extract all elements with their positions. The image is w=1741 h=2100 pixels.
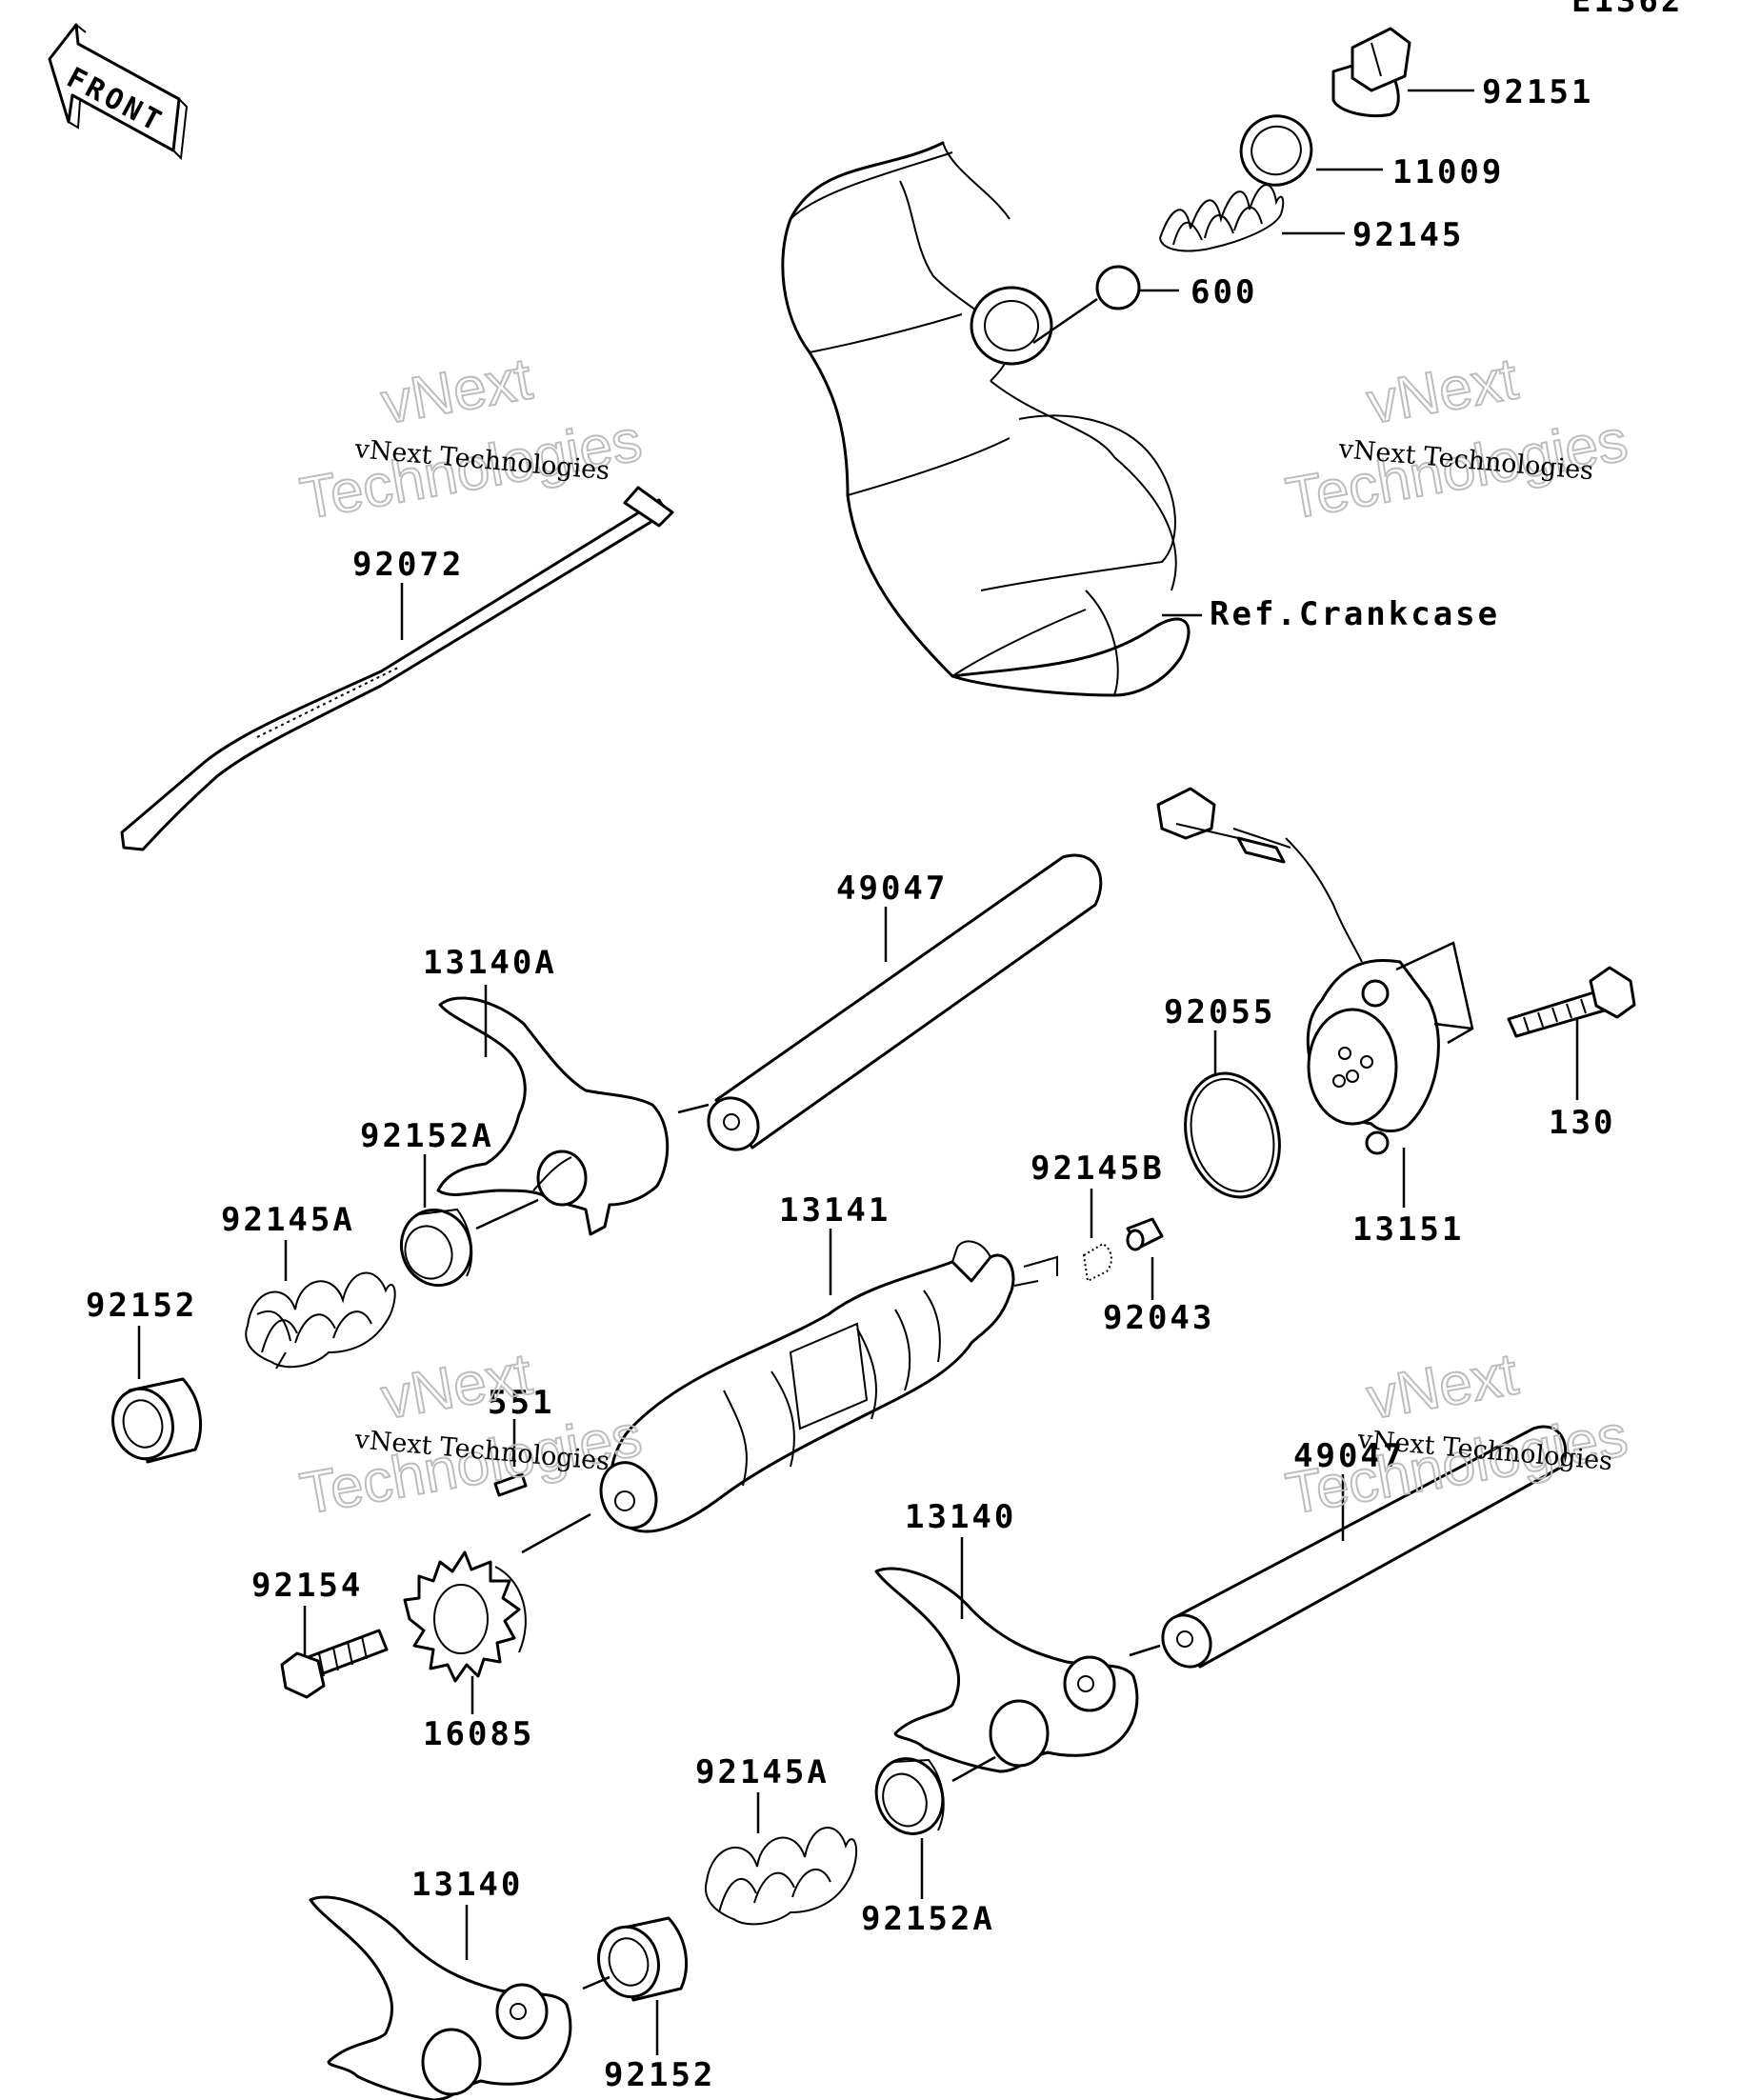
collar-upper-part (111, 1377, 203, 1464)
pin-part (1126, 1217, 1164, 1251)
star-gear-part (403, 1550, 527, 1683)
diagram-code: E1362 (1571, 0, 1683, 20)
svg-text:vNext: vNext (1362, 1341, 1522, 1431)
label-92154: 92154 (251, 1567, 363, 1605)
label-92145: 92145 (1352, 216, 1464, 254)
label-13140-mid: 13140 (905, 1498, 1016, 1536)
watermark: vNext Technologies vNext Technologies (294, 345, 647, 532)
label-92152A-lower: 92152A (861, 1900, 995, 1938)
label-551: 551 (488, 1384, 554, 1422)
front-arrow-icon: FRONT (48, 23, 189, 161)
label-16085: 16085 (423, 1715, 534, 1753)
label-13140A: 13140A (423, 944, 557, 982)
label-92072: 92072 (352, 546, 464, 584)
label-92145B: 92145B (1031, 1150, 1165, 1188)
label-13151: 13151 (1352, 1210, 1464, 1249)
svg-text:vNext: vNext (1362, 346, 1522, 436)
label-92145A-lower: 92145A (695, 1753, 830, 1791)
steel-ball-part (1095, 265, 1141, 310)
label-130: 130 (1549, 1104, 1615, 1142)
shift-drum-part (599, 1240, 1058, 1533)
watermark: vNext Technologies vNext Technologies (294, 1340, 647, 1528)
plug-bolt-part (1331, 27, 1411, 118)
washer-part (1239, 114, 1313, 187)
fork-shaft-lower-part (1161, 1425, 1568, 1669)
collar-lower-part (597, 1916, 689, 2002)
label-92043: 92043 (1103, 1299, 1214, 1337)
label-92145A-upper: 92145A (221, 1201, 355, 1239)
ref-crankcase-label: Ref.Crankcase (1210, 595, 1500, 633)
label-92055: 92055 (1164, 993, 1275, 1031)
shift-fork-bottom-part (309, 1895, 572, 2100)
label-92152-upper: 92152 (86, 1287, 197, 1325)
small-pin-part (493, 1472, 528, 1497)
label-11009: 11009 (1392, 153, 1504, 191)
shift-fork-a-part (436, 996, 670, 1236)
label-600: 600 (1191, 273, 1257, 311)
flange-bolt-part (280, 1629, 389, 1699)
label-92152-lower: 92152 (604, 2056, 715, 2094)
collar-a-lower-part (874, 1757, 945, 1835)
label-92151: 92151 (1482, 73, 1593, 111)
o-ring-part (1184, 1071, 1281, 1199)
crankcase-housing (781, 141, 1191, 697)
label-13141: 13141 (779, 1191, 891, 1230)
svg-text:vNext: vNext (376, 346, 536, 436)
collar-a-upper-part (400, 1208, 473, 1288)
watermark: vNext Technologies vNext Technologies (1280, 345, 1632, 532)
gear-position-switch-part (1156, 787, 1440, 1155)
label-13140-bottom: 13140 (411, 1866, 523, 1904)
label-92152A-upper: 92152A (360, 1117, 494, 1155)
detent-spring-part (1158, 184, 1285, 252)
cable-tie-part (120, 486, 674, 851)
label-49047-lower: 49047 (1293, 1437, 1405, 1475)
fork-shaft-upper-part (707, 853, 1103, 1151)
label-49047-upper: 49047 (836, 870, 948, 908)
switch-bolt-part (1507, 966, 1636, 1038)
spring-a-upper-part (245, 1271, 396, 1370)
shift-fork-mid-part (874, 1567, 1139, 1773)
spring-a-lower-part (705, 1827, 858, 1926)
small-spring-part (1082, 1242, 1112, 1283)
